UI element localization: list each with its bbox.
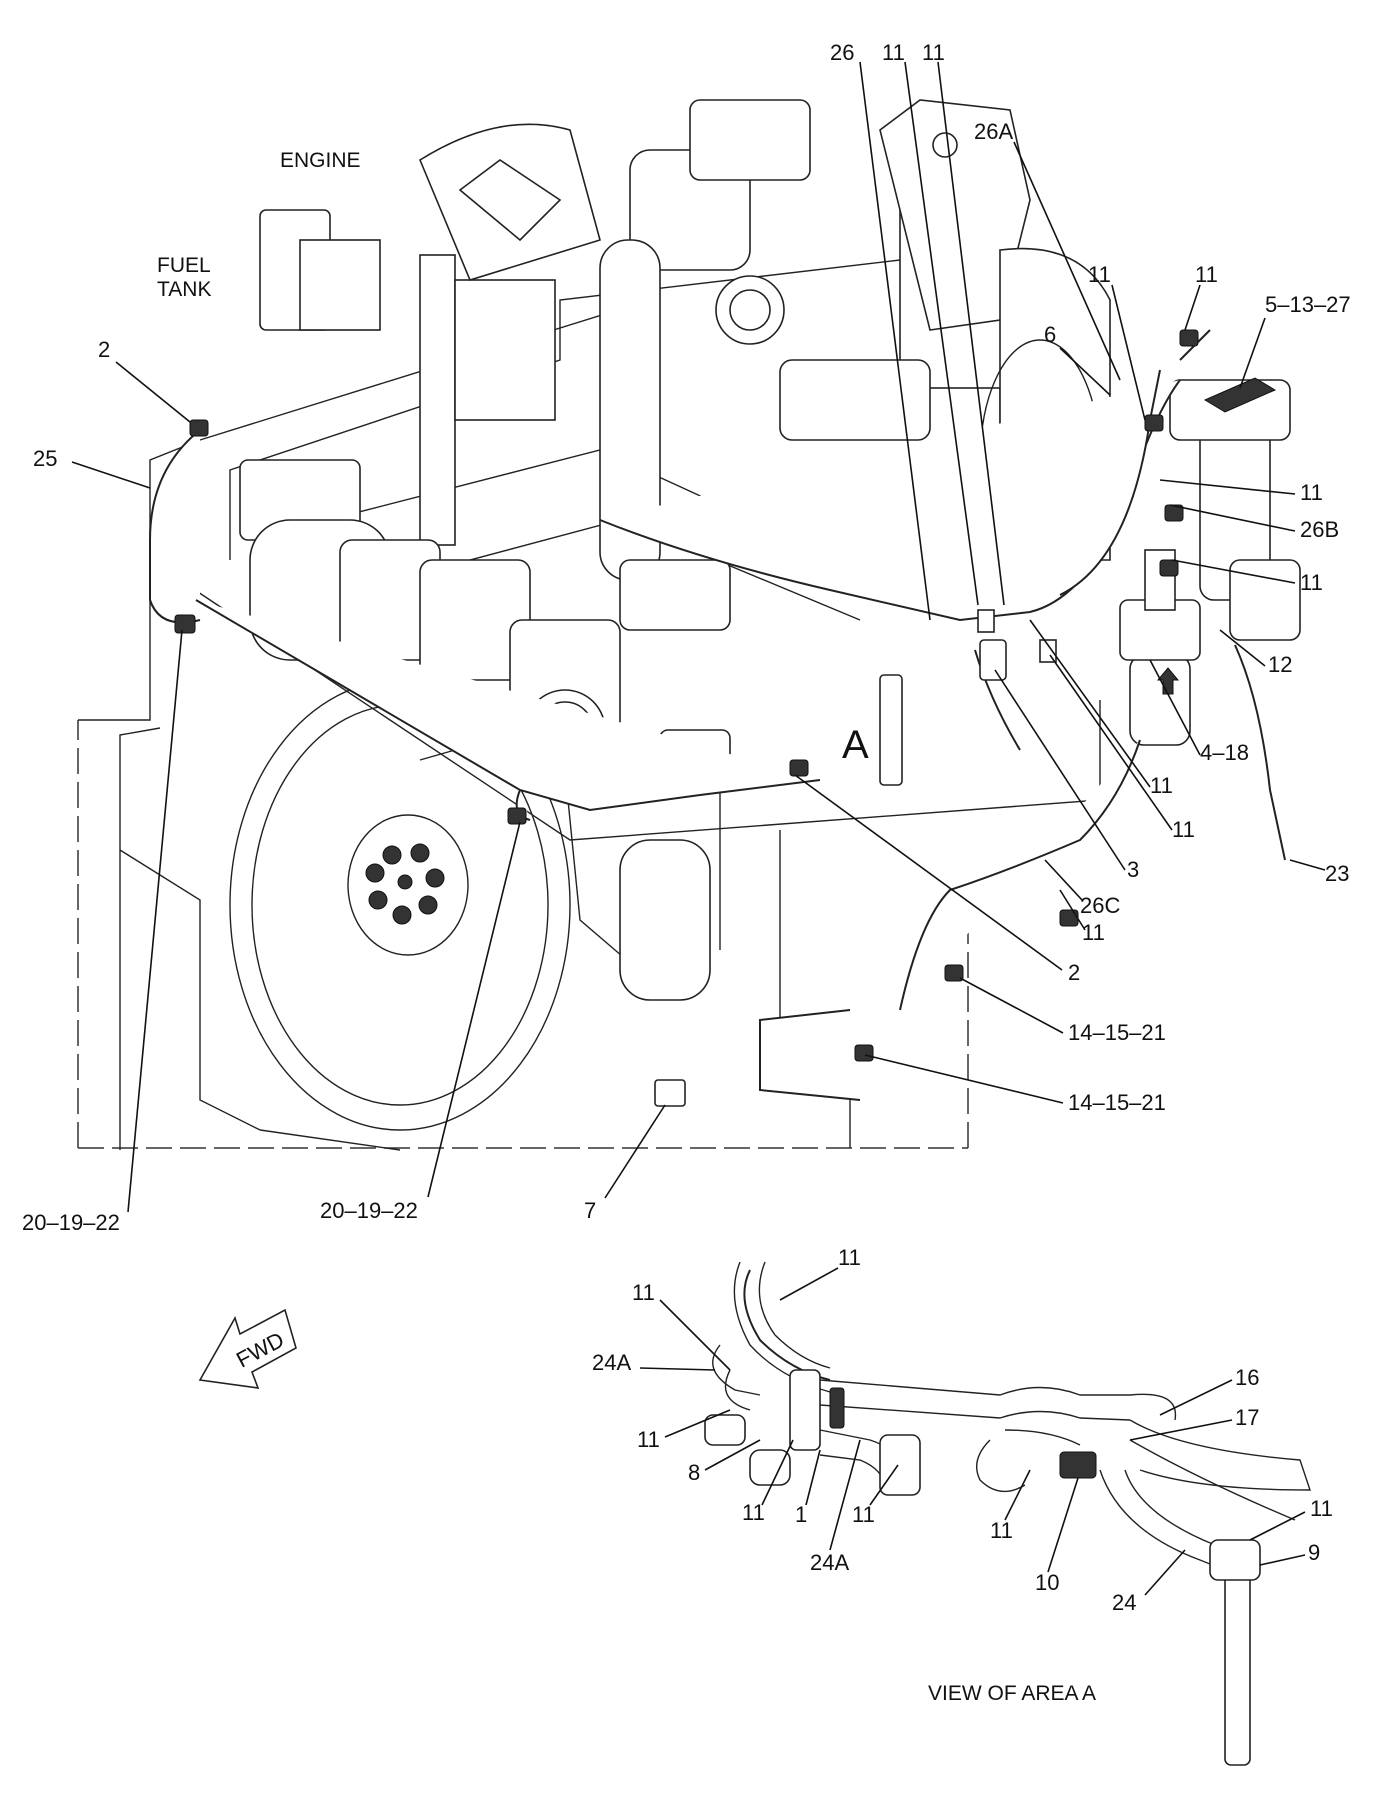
callout-11-top-b: 11 — [922, 40, 1005, 606]
callout-11-d: 11 — [1184, 262, 1218, 331]
callout-label: 25 — [33, 446, 57, 471]
callout-14-15-21-a: 14–15–21 — [959, 977, 1166, 1045]
callout-label: 6 — [1044, 322, 1056, 347]
callout-label: 11 — [1150, 773, 1173, 798]
callout-label: 3 — [1127, 857, 1139, 882]
callout-11-h: 11 — [1049, 654, 1195, 842]
detail-callout-11-low: 11 — [637, 1409, 731, 1452]
callout-label: 11 — [838, 1245, 861, 1270]
callout-label: 2 — [98, 337, 110, 362]
callout-label: 24A — [592, 1350, 631, 1375]
callout-5-13-27: 5–13–27 — [1239, 292, 1351, 389]
callout-11-i: 11 — [1059, 889, 1105, 945]
callout-11-top-a: 11 — [882, 40, 979, 606]
callout-label: 11 — [1082, 920, 1105, 945]
detail-callout-8: 8 — [688, 1439, 761, 1485]
callout-11-e: 11 — [1159, 479, 1323, 505]
callout-23: 23 — [1289, 859, 1349, 886]
callout-label: 11 — [852, 1502, 875, 1527]
callout-label: 10 — [1035, 1570, 1059, 1595]
callout-label: 2 — [1068, 960, 1080, 985]
forward-direction-arrow: FWD — [198, 1308, 297, 1389]
callout-label: 20–19–22 — [22, 1210, 120, 1235]
callout-label: 16 — [1235, 1365, 1259, 1390]
callout-4-18: 4–18 — [1149, 659, 1249, 765]
callout-label: 7 — [584, 1198, 596, 1223]
callout-label: 5–13–27 — [1265, 292, 1351, 317]
callout-label: 4–18 — [1200, 740, 1249, 765]
callout-label: 1 — [795, 1502, 807, 1527]
view-of-area-a-caption: VIEW OF AREA A — [928, 1682, 1096, 1705]
callout-label: 24A — [810, 1550, 849, 1575]
detail-callout-24A-bottom: 24A — [810, 1439, 861, 1575]
callout-20-19-22-a: 20–19–22 — [22, 629, 183, 1235]
callout-6: 6 — [1044, 322, 1111, 396]
callout-3: 3 — [994, 669, 1139, 882]
callout-7: 7 — [584, 1104, 666, 1223]
callout-25: 25 — [33, 446, 151, 489]
callout-label: 12 — [1268, 652, 1292, 677]
callout-14-15-21-b: 14–15–21 — [864, 1054, 1166, 1115]
callout-11-f: 11 — [1171, 559, 1323, 595]
callout-label: 26 — [830, 40, 854, 65]
callout-label: 11 — [1195, 262, 1218, 287]
detail-callout-11-top: 11 — [779, 1245, 861, 1301]
callout-label: 8 — [688, 1460, 700, 1485]
callout-label: 17 — [1235, 1405, 1259, 1430]
callout-label: 11 — [1088, 262, 1111, 287]
callout-2-mid: 2 — [794, 774, 1080, 985]
callout-label: 26A — [974, 119, 1013, 144]
callout-label: 11 — [742, 1500, 765, 1525]
detail-view-area-a — [704, 1261, 1311, 1766]
callout-26B: 26B — [1169, 504, 1339, 542]
detail-callout-10: 10 — [1035, 1477, 1079, 1595]
callout-label: 11 — [637, 1427, 660, 1452]
detail-callout-11-c: 11 — [990, 1469, 1031, 1543]
detail-callout-16: 16 — [1159, 1365, 1259, 1416]
callout-label: 20–19–22 — [320, 1198, 418, 1223]
callout-label: 9 — [1308, 1540, 1320, 1565]
callout-label: 23 — [1325, 861, 1349, 886]
callout-11-c: 11 — [1088, 262, 1146, 421]
callout-label: 26C — [1080, 893, 1120, 918]
fuel-hoses — [149, 329, 1286, 1107]
callout-26C: 26C — [1044, 859, 1120, 918]
detail-callout-11-b: 11 — [852, 1464, 899, 1527]
callout-label: 11 — [1172, 817, 1195, 842]
callout-label: 14–15–21 — [1068, 1090, 1166, 1115]
callout-label: 11 — [1300, 480, 1323, 505]
detail-callout-11-right: 11 — [1249, 1496, 1333, 1541]
fuel-tank-label-line2: TANK — [157, 278, 211, 301]
callout-label: 11 — [632, 1280, 655, 1305]
callout-11-g: 11 — [1029, 619, 1173, 798]
engine-label: ENGINE — [280, 149, 361, 172]
detail-callout-24: 24 — [1112, 1549, 1186, 1615]
detail-callout-17: 17 — [1129, 1405, 1259, 1441]
detail-callout-9: 9 — [1259, 1540, 1320, 1566]
callout-label: 11 — [990, 1518, 1013, 1543]
callout-label: 26B — [1300, 517, 1339, 542]
detail-callout-11-left: 11 — [632, 1280, 731, 1371]
detail-callout-24A-left: 24A — [592, 1350, 716, 1375]
detail-callout-1: 1 — [795, 1449, 821, 1527]
callout-26A: 26A — [974, 119, 1121, 381]
callout-label: 11 — [1310, 1496, 1333, 1521]
callout-label: 11 — [882, 40, 905, 65]
callout-label: 11 — [1300, 570, 1323, 595]
callout-12: 12 — [1219, 629, 1292, 677]
fuel-tank-label-line1: FUEL — [157, 254, 211, 277]
callout-label: 14–15–21 — [1068, 1020, 1166, 1045]
callout-label: 24 — [1112, 1590, 1136, 1615]
detail-callout-11-mid: 11 — [742, 1439, 794, 1525]
callout-26: 26 — [830, 40, 931, 621]
fuel-filter-assembly — [1119, 377, 1301, 746]
callout-20-19-22-b: 20–19–22 — [320, 821, 521, 1223]
callout-2-top: 2 — [98, 337, 191, 423]
area-a-marker: A — [842, 723, 869, 767]
callout-label: 11 — [922, 40, 945, 65]
hose-clamps — [174, 329, 1199, 1062]
